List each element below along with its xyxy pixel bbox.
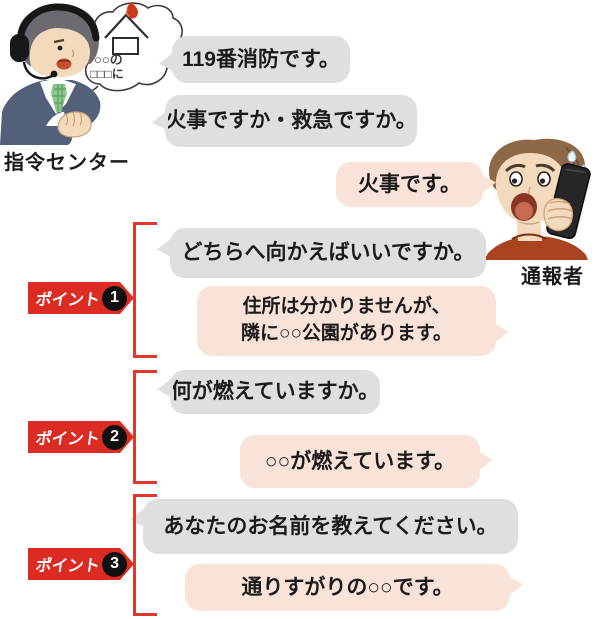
dispatcher-body (0, 78, 101, 145)
caller-hand (543, 198, 574, 232)
thought-text-line1: ○○の (94, 52, 123, 67)
thought-text-line2: □□□に (90, 67, 124, 81)
point-number-badge: 2 (102, 424, 128, 450)
house-icon (104, 13, 149, 55)
point-2-bracket (133, 370, 157, 484)
point-3-bracket (133, 494, 157, 616)
speech-bubble-dispatcher: 119番消防です。 (172, 36, 350, 83)
speech-bubble-dispatcher: 火事ですか・救急ですか。 (165, 95, 417, 147)
speech-bubble-caller: 住所は分かりませんが、 隣に○○公園があります。 (197, 286, 496, 356)
point-label-text: ポイント (34, 292, 101, 309)
dispatcher-illustration: ○○の □□□に (0, 2, 183, 145)
dispatcher-hand (57, 111, 92, 138)
caller-illustration (484, 138, 591, 260)
point-number-badge: 1 (102, 285, 128, 311)
speech-bubble-caller: 火事です。 (336, 162, 483, 207)
speech-bubble-dispatcher: どちらへ向かえばいいですか。 (170, 228, 486, 278)
point-label-1: ポイント 1 (28, 282, 134, 314)
headset-icon (10, 3, 100, 80)
point-number-badge: 3 (102, 551, 128, 577)
point-label-text: ポイント (34, 431, 101, 448)
flame-icon (125, 2, 139, 19)
dispatcher-label: 指令センター (4, 152, 130, 174)
speech-bubble-dispatcher: 何が燃えていますか。 (170, 370, 380, 414)
caller-label: 通報者 (521, 266, 584, 288)
dispatcher-head (17, 5, 100, 78)
speech-bubble-dispatcher: あなたのお名前を教えてください。 (143, 499, 518, 554)
point-1-bracket (133, 222, 157, 358)
point-label-2: ポイント 2 (28, 421, 134, 453)
speech-bubble-caller: ○○が燃えています。 (240, 435, 480, 488)
point-label-text: ポイント (34, 558, 101, 575)
speech-bubble-caller: 通りすがりの○○です。 (185, 564, 510, 611)
point-label-3: ポイント 3 (28, 548, 134, 580)
